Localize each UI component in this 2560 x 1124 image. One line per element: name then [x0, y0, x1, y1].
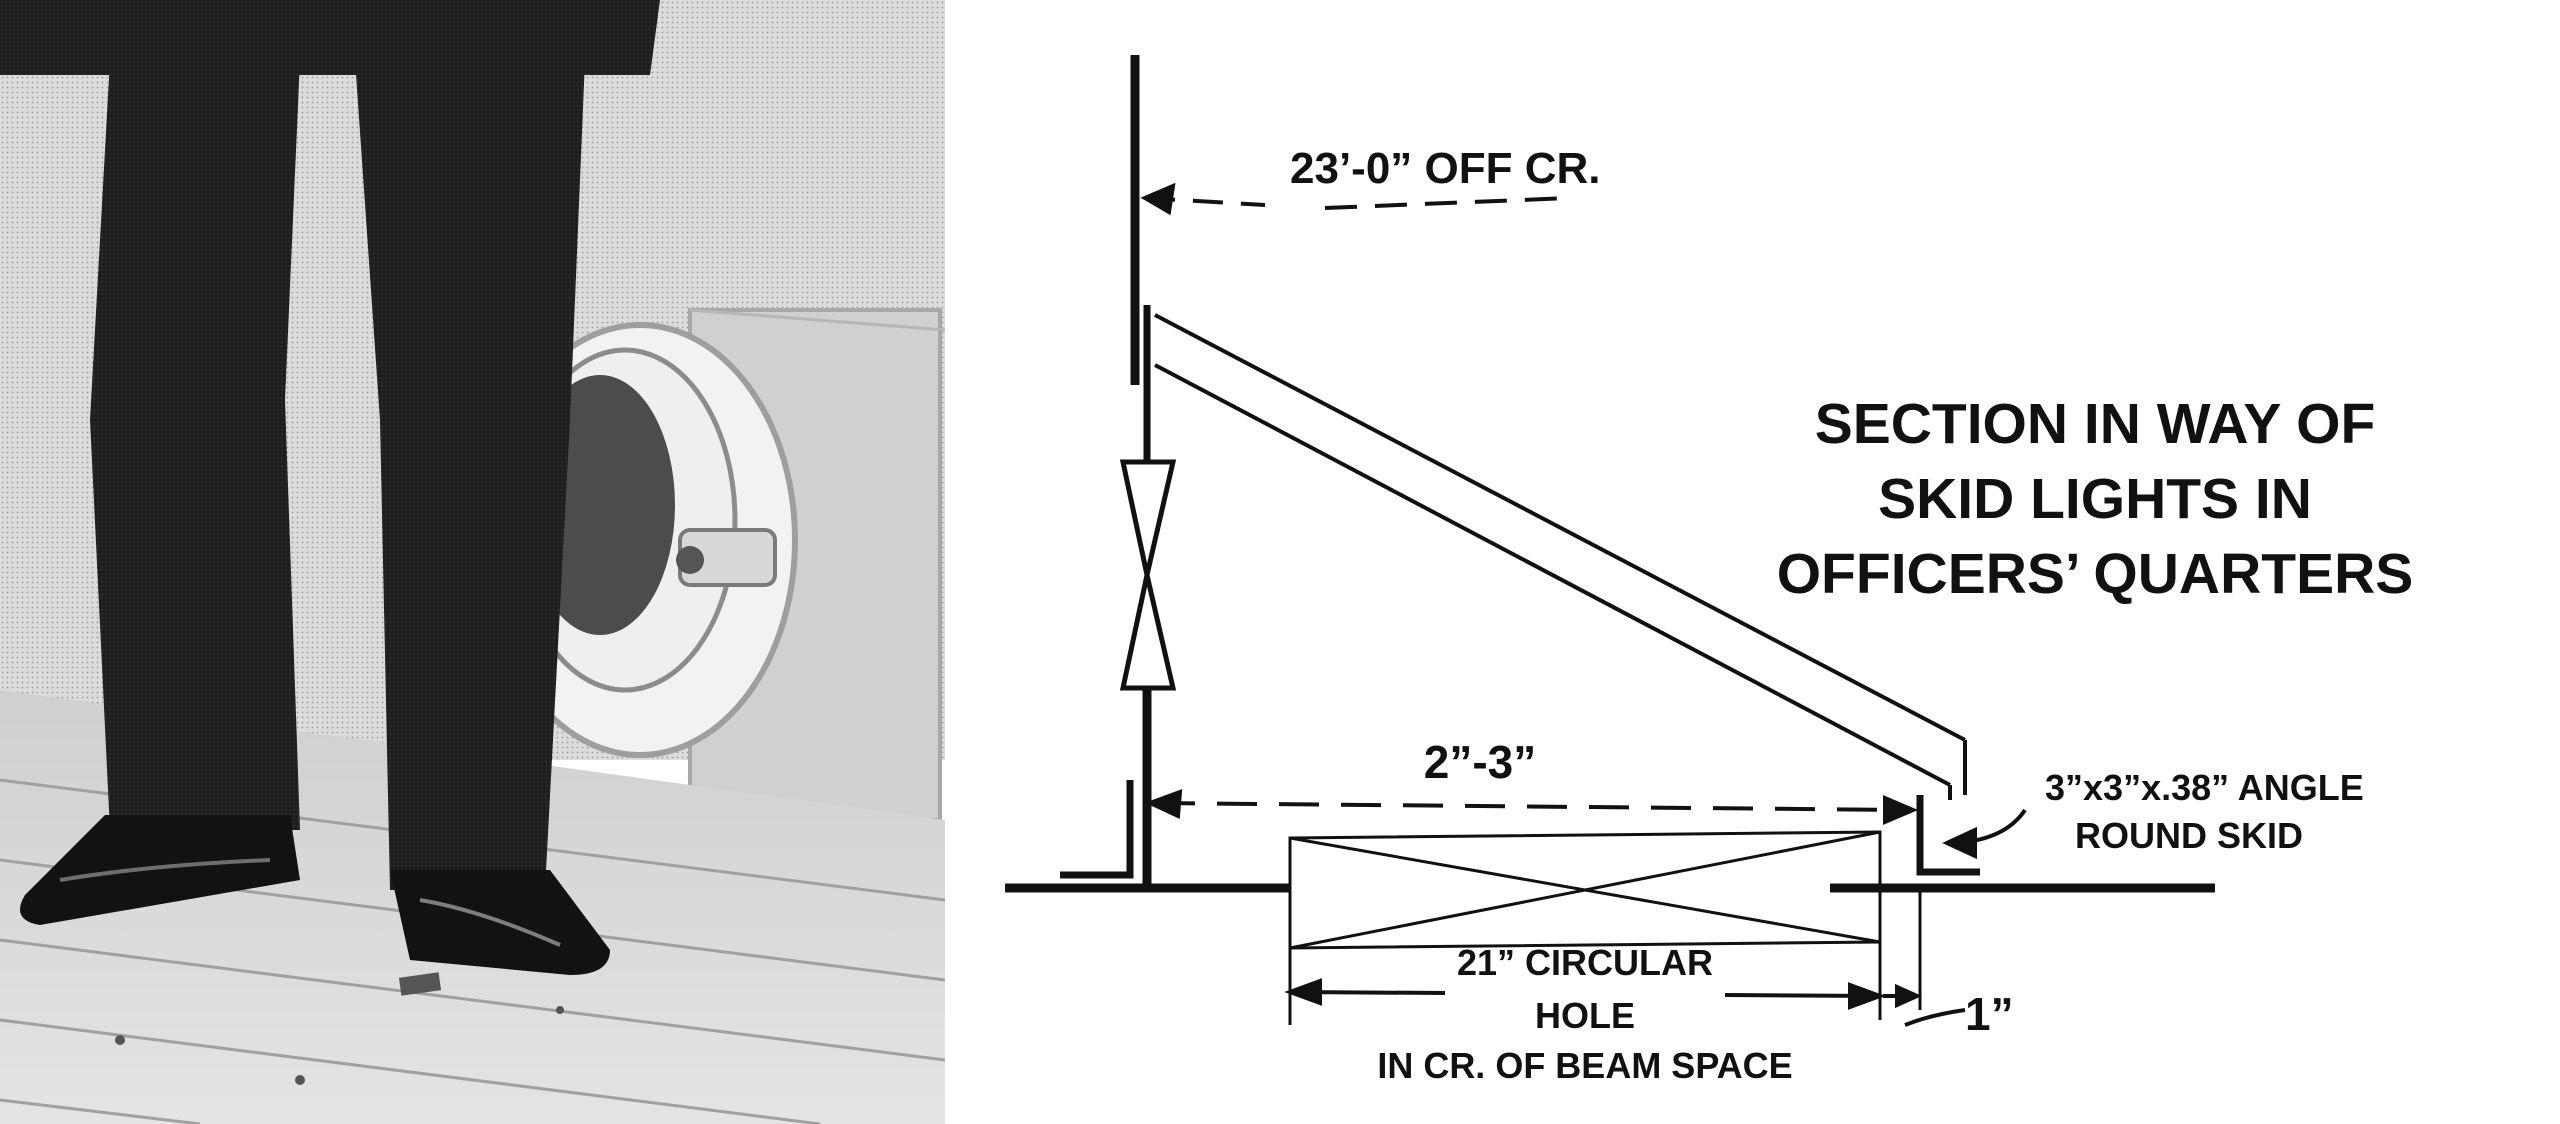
hole-dimension-line [1284, 978, 1922, 1010]
section-drawing: 23’-0” OFF CR. SECTION IN WAY OF SKID LI… [1005, 55, 2414, 1086]
title-line-2: SKID LIGHTS IN [1878, 467, 2312, 531]
hole-callout-line-1: 21” CIRCULAR [1457, 942, 1713, 983]
left-angle-bracket [1060, 780, 1134, 879]
round-skid-angle [1916, 795, 1980, 876]
title-line-3: OFFICERS’ QUARTERS [1777, 542, 2414, 606]
coat-hem [0, 0, 660, 75]
hole-callout-line-2: HOLE [1535, 995, 1635, 1036]
angle-callout-line-2: ROUND SKID [2075, 815, 2303, 856]
deck-debris [115, 972, 564, 1085]
bulkhead-stanchion [1130, 55, 1152, 885]
title-line-1: SECTION IN WAY OF [1815, 392, 2376, 456]
circular-hole-section [1288, 830, 1922, 1025]
title-block: SECTION IN WAY OF SKID LIGHTS IN OFFICER… [1777, 392, 2414, 606]
right-trouser-leg [355, 60, 585, 890]
top-dimension-label: 23’-0” OFF CR. [1290, 144, 1601, 193]
angle-callout-leader [1942, 808, 2027, 860]
angle-callout-line-1: 3”x3”x.38” ANGLE [2045, 767, 2364, 808]
top-dimension-leader [1140, 182, 1571, 216]
spacing-dimension-line [1144, 789, 1919, 826]
skid-light-frame [1154, 313, 1967, 800]
left-trouser-leg [90, 60, 300, 830]
small-dimension-label: 1” [1965, 988, 2014, 1040]
hole-callout-line-3: IN CR. OF BEAM SPACE [1377, 1045, 1792, 1086]
left-shoe [20, 815, 300, 925]
small-dimension-leader [1904, 1008, 1966, 1027]
photograph [0, 0, 945, 1124]
spacing-dimension-label: 2”-3” [1424, 736, 1536, 788]
porthole [482, 322, 798, 758]
bowtie-symbol [1119, 459, 1177, 691]
